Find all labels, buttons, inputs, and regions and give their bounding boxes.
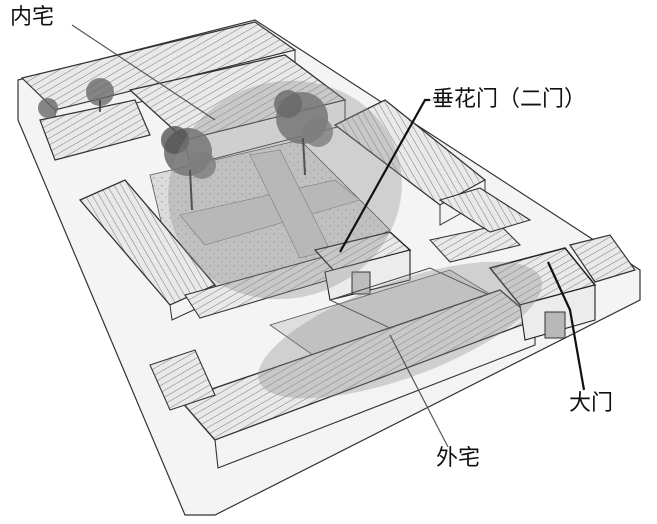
south-west-roof [149, 349, 216, 411]
label-main-gate: 大门 [567, 391, 616, 416]
tree-4 [38, 98, 58, 118]
tree-2 [274, 90, 333, 176]
leader-main [547, 261, 586, 391]
tree-1 [161, 126, 216, 211]
east-end-roof [438, 187, 532, 233]
screen-wall-roof [428, 224, 522, 263]
outer-residence-zone [258, 261, 542, 399]
leader-inner [71, 24, 216, 121]
main-gate [488, 247, 597, 341]
west-ear-roof [39, 99, 151, 161]
leader-outer [389, 334, 449, 448]
label-outer-residence: 外宅 [434, 446, 483, 471]
label-festooned-gate: 垂花门（二门） [430, 87, 589, 112]
east-gate-building-roof [569, 234, 636, 283]
label-inner-residence: 内宅 [8, 5, 57, 30]
tree-3 [86, 78, 114, 112]
south-building-wall [214, 319, 536, 469]
